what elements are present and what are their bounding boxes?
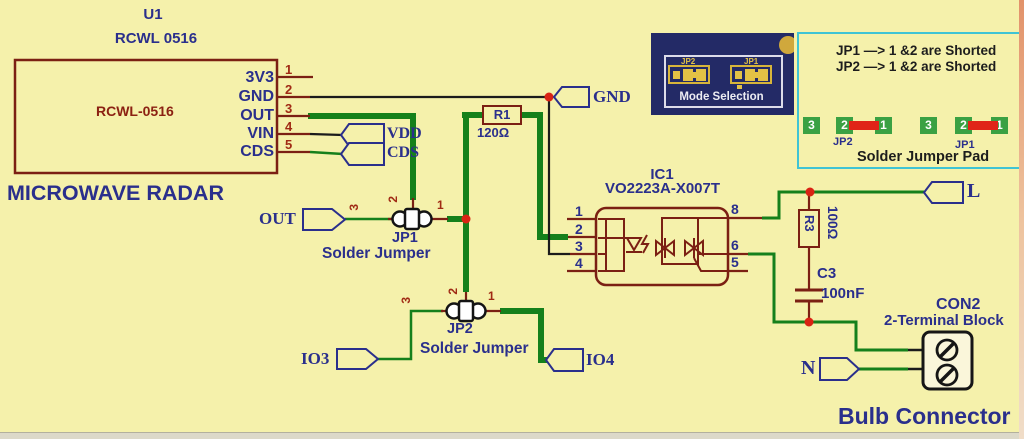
jp1-pcb-pad: [730, 65, 772, 84]
ic1-body-outline: [594, 206, 730, 287]
pad-pin1-marker: [737, 85, 742, 89]
u1-pin-number: 5: [285, 137, 293, 152]
pad-square: 1: [875, 117, 892, 134]
page-bottom-edge: [0, 432, 1024, 439]
ic1-pin-number: 1: [575, 203, 583, 219]
pad-square: 3: [920, 117, 937, 134]
photo-jp2-label: JP2: [681, 57, 696, 66]
pad-square: 2: [955, 117, 972, 134]
live-port-label: L: [967, 180, 981, 202]
vdd-port-label: VDD: [387, 125, 422, 142]
jp1-pin-left-number: 3: [347, 203, 362, 211]
u1-value: RCWL 0516: [114, 30, 198, 47]
ic1-pin-number: 5: [731, 254, 739, 270]
mode-selection-photo: JP2 JP1 Mode Selection: [651, 33, 794, 115]
jp2-ref: JP2: [447, 321, 473, 337]
l-port-arrow: [922, 181, 964, 204]
wire-thick-green: [308, 112, 568, 363]
jp2-pin-top-number: 2: [446, 287, 461, 295]
io3-port-label: IO3: [301, 349, 330, 368]
photo-jp1-label: JP1: [744, 57, 759, 66]
u1-pin-name: CDS: [240, 143, 274, 160]
jp1-pin-top-number: 2: [386, 195, 401, 203]
note-jp2-label: JP2: [833, 136, 853, 148]
io4-port-label: IO4: [586, 350, 615, 369]
con2-terminal-block-symbol: [921, 330, 974, 391]
wire-black: [309, 95, 923, 371]
u1-body-outline: [13, 58, 279, 175]
note-jp1-label: JP1: [955, 139, 975, 151]
resistor-r3-symbol: [798, 209, 820, 248]
u1-pin-name: GND: [238, 88, 274, 105]
jp2-pcb-pad: [668, 65, 710, 84]
pad-bridge: [683, 72, 706, 78]
io4-port-arrow: [544, 348, 584, 372]
u1-ref: U1: [143, 6, 163, 23]
jp2-short-bar: [849, 121, 879, 130]
u1-pin-number: 1: [285, 62, 293, 77]
c3-ref: C3: [817, 265, 837, 282]
jp1-pin-right-number: 1: [437, 198, 444, 212]
pad-square: 2: [836, 117, 853, 134]
c3-value: 100nF: [821, 285, 865, 302]
wire-green: [309, 150, 924, 371]
ic1-value: VO2223A-X007T: [604, 180, 721, 197]
capacitor-c3-symbol: [795, 288, 823, 303]
r1-value: 120Ω: [477, 125, 510, 140]
ic1-pin-number: 6: [731, 237, 739, 253]
port-arrows: [302, 86, 964, 381]
out-port-arrow: [302, 208, 347, 231]
photo-caption: Mode Selection: [679, 91, 764, 103]
jp1-jumper-symbol: [391, 207, 433, 231]
cds-port-arrow: [339, 142, 385, 166]
out-port-label: OUT: [259, 209, 296, 228]
jp2-label: Solder Jumper: [420, 340, 529, 357]
io3-port-arrow: [336, 348, 380, 370]
ic1-pin-number: 2: [575, 221, 583, 237]
photo-silkscreen-frame: [664, 55, 783, 108]
u1-pin-number: 3: [285, 101, 293, 116]
con2-ref: CON2: [936, 296, 981, 313]
resistor-r1-symbol: [482, 105, 522, 125]
neutral-port-label: N: [801, 357, 816, 379]
jp1-short-bar: [968, 121, 998, 130]
mounting-hole-pad: [779, 36, 794, 54]
r1-ref: R1: [493, 107, 511, 122]
ic1-internal-symbol: [598, 217, 728, 272]
u1-caption: MICROWAVE RADAR: [7, 181, 224, 205]
pad-pin3: [735, 71, 742, 79]
ic1-ref: IC1: [650, 166, 674, 183]
n-port-arrow: [819, 357, 861, 381]
pad-square: 3: [803, 117, 820, 134]
r3-ref: R3: [802, 215, 817, 232]
ic1-pin-number: 4: [575, 255, 583, 271]
con2-type: 2-Terminal Block: [884, 312, 1004, 329]
page-right-edge: [1019, 0, 1024, 439]
jp1-ref: JP1: [392, 230, 418, 246]
jp2-jumper-symbol: [445, 299, 487, 323]
u1-pin-name: VIN: [247, 125, 274, 142]
con2-caption: Bulb Connector: [838, 403, 1011, 429]
pad-pin3: [673, 71, 680, 79]
gnd-port-label: GND: [593, 87, 631, 106]
u1-pin-name: 3V3: [245, 69, 274, 86]
gnd-port-arrow: [552, 86, 590, 108]
r3-value: 100Ω: [825, 206, 840, 240]
u1-pin-name: OUT: [240, 107, 274, 124]
pad-bridge: [745, 72, 768, 78]
ic1-pin-number: 8: [731, 201, 739, 217]
u1-body-label: RCWL-0516: [96, 103, 174, 119]
note-line1: JP1 —> 1 &2 are Shorted: [836, 43, 997, 58]
cds-port-label: CDS: [387, 144, 420, 161]
note-caption: Solder Jumper Pad: [857, 149, 990, 165]
jp2-pin-right-number: 1: [488, 289, 495, 303]
ic1-pin-number: 3: [575, 238, 583, 254]
jp2-pin-left-number: 3: [399, 296, 414, 304]
note-line2: JP2 —> 1 &2 are Shorted: [836, 59, 997, 74]
u1-pin-number: 2: [285, 82, 293, 97]
jp1-label: Solder Jumper: [322, 245, 431, 262]
junction-dots: [461, 92, 815, 327]
u1-pin-number: 4: [285, 119, 293, 134]
